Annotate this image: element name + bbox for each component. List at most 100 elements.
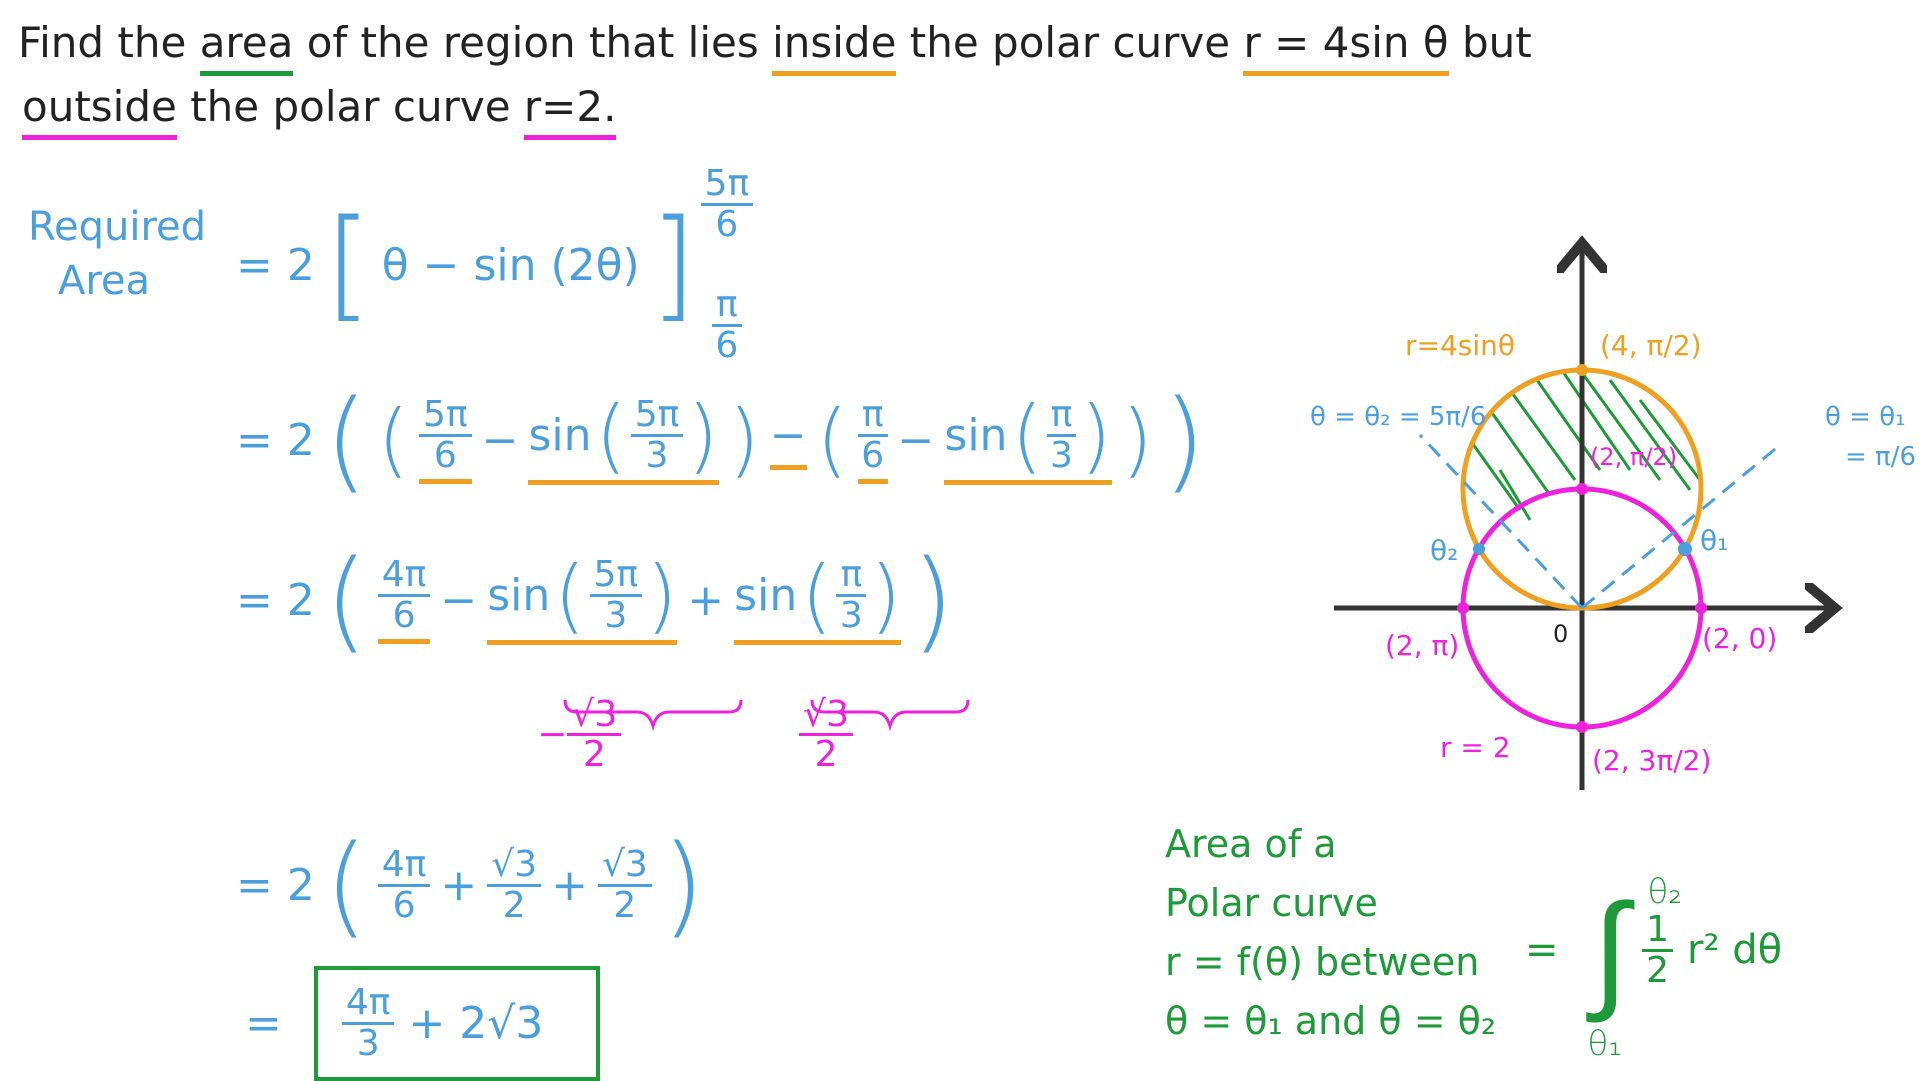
frac-num: √3 <box>597 845 652 887</box>
shaded-region <box>1468 370 1701 521</box>
keyword-inside: inside <box>772 18 897 76</box>
theta1-label: θ₁ <box>1700 524 1728 557</box>
origin-label: 0 <box>1553 620 1568 648</box>
frac-num: π <box>1046 396 1077 437</box>
lower-limit: θ₁ <box>1587 1024 1622 1064</box>
problem-text: Find the <box>18 18 187 67</box>
circle-top-label: (2, π/2) <box>1590 443 1677 471</box>
curve2-label: r = 2 <box>1440 731 1511 764</box>
frac-num: 1 <box>1642 910 1674 952</box>
plus: + <box>687 574 725 626</box>
problem-text: of the region that lies <box>306 18 759 67</box>
top-point <box>1576 364 1588 376</box>
frac-num: 5π <box>419 396 472 437</box>
frac-den: 3 <box>645 435 669 476</box>
sin: sin <box>528 410 592 461</box>
keyword-area: area <box>199 18 294 76</box>
theta2-label: θ₂ <box>1430 534 1458 567</box>
minus: − <box>769 410 807 470</box>
bottom-point <box>1576 721 1588 733</box>
frac-num: √3 <box>567 695 622 737</box>
frac-num: √3 <box>487 845 542 887</box>
problem-text: the polar curve <box>909 18 1231 67</box>
lower-limit-num: π <box>711 286 742 328</box>
equals-2: = 2 <box>236 239 315 291</box>
frac-den: 6 <box>392 884 416 926</box>
theta2-ray <box>1418 433 1584 610</box>
required-area-label: Required Area <box>28 200 206 308</box>
minus: − <box>897 414 935 466</box>
circle-top-point <box>1576 483 1588 495</box>
problem-line-1: Find the area of the region that lies in… <box>18 18 1532 76</box>
integral-sign: ∫ θ₂ θ₁ <box>1587 872 1682 1064</box>
frac-num: π <box>857 396 888 437</box>
bottom-point-label: (2, 3π/2) <box>1592 744 1711 777</box>
frac-den: 2 <box>1646 949 1670 991</box>
frac-den: 3 <box>839 595 863 636</box>
theta1-line-value: = π/6 <box>1845 442 1916 472</box>
formula-line: Polar curve <box>1165 880 1378 925</box>
frac-num: 4π <box>377 556 431 597</box>
integrand: r² dθ <box>1687 927 1783 973</box>
curve-r-4sin: r = 4sin θ <box>1243 18 1449 76</box>
frac-num: 5π <box>589 556 643 597</box>
frac-num: 4π <box>377 845 431 887</box>
theta1-ray <box>1581 443 1781 610</box>
equals-2: = 2 <box>236 574 315 626</box>
curve1-label: r=4sinθ <box>1405 329 1515 362</box>
keyword-outside: outside <box>22 82 177 140</box>
left-bracket: [ <box>324 195 372 334</box>
right-point-label: (2, 0) <box>1702 622 1777 655</box>
frac-den: 6 <box>861 435 885 476</box>
right-point <box>1695 602 1707 614</box>
left-point-label: (2, π) <box>1385 629 1459 662</box>
frac-den: 2 <box>613 884 637 926</box>
frac-den: 2 <box>502 884 526 926</box>
frac-num: π <box>836 556 867 597</box>
minus: − <box>481 414 519 466</box>
frac-den: 2 <box>582 734 606 776</box>
brace <box>563 699 743 732</box>
equals: = <box>1525 927 1559 973</box>
plus: + <box>551 859 588 911</box>
frac-den: 2 <box>814 734 838 776</box>
plus: + <box>440 859 478 911</box>
lower-limit-den: 6 <box>715 325 739 367</box>
frac-den: 3 <box>1050 435 1073 476</box>
upper-limit-num: 5π <box>700 165 754 206</box>
sin: sin <box>944 410 1008 461</box>
minus: − <box>440 574 478 626</box>
formula-line: θ = θ₁ and θ = θ₂ <box>1165 998 1497 1043</box>
upper-limit: θ₂ <box>1647 872 1682 912</box>
frac-den: 3 <box>604 595 628 636</box>
left-point <box>1457 602 1469 614</box>
polar-graph: r=4sinθ (4, π/2) (2, π/2) θ = θ₂ = 5π/6 … <box>1310 230 1916 790</box>
label-area: Area <box>58 258 151 304</box>
sin: sin <box>734 570 798 621</box>
formula-line: Area of a <box>1165 822 1337 866</box>
curve-r-2: r=2. <box>523 82 617 140</box>
theta1-point <box>1678 542 1692 556</box>
frac-den: 3 <box>356 1023 380 1064</box>
problem-text: the polar curve <box>190 82 511 131</box>
equals-2: = 2 <box>236 859 315 911</box>
theta1-line-label: θ = θ₁ <box>1825 402 1906 432</box>
label-required: Required <box>28 204 207 250</box>
brace <box>810 699 970 732</box>
upper-limit-den: 6 <box>715 203 739 245</box>
frac-den: 6 <box>392 595 416 636</box>
top-point-label: (4, π/2) <box>1600 329 1702 362</box>
frac-den: 6 <box>433 435 457 476</box>
equals: = <box>245 998 282 1049</box>
theta2-point <box>1473 543 1485 555</box>
right-bracket: ] <box>649 195 697 334</box>
